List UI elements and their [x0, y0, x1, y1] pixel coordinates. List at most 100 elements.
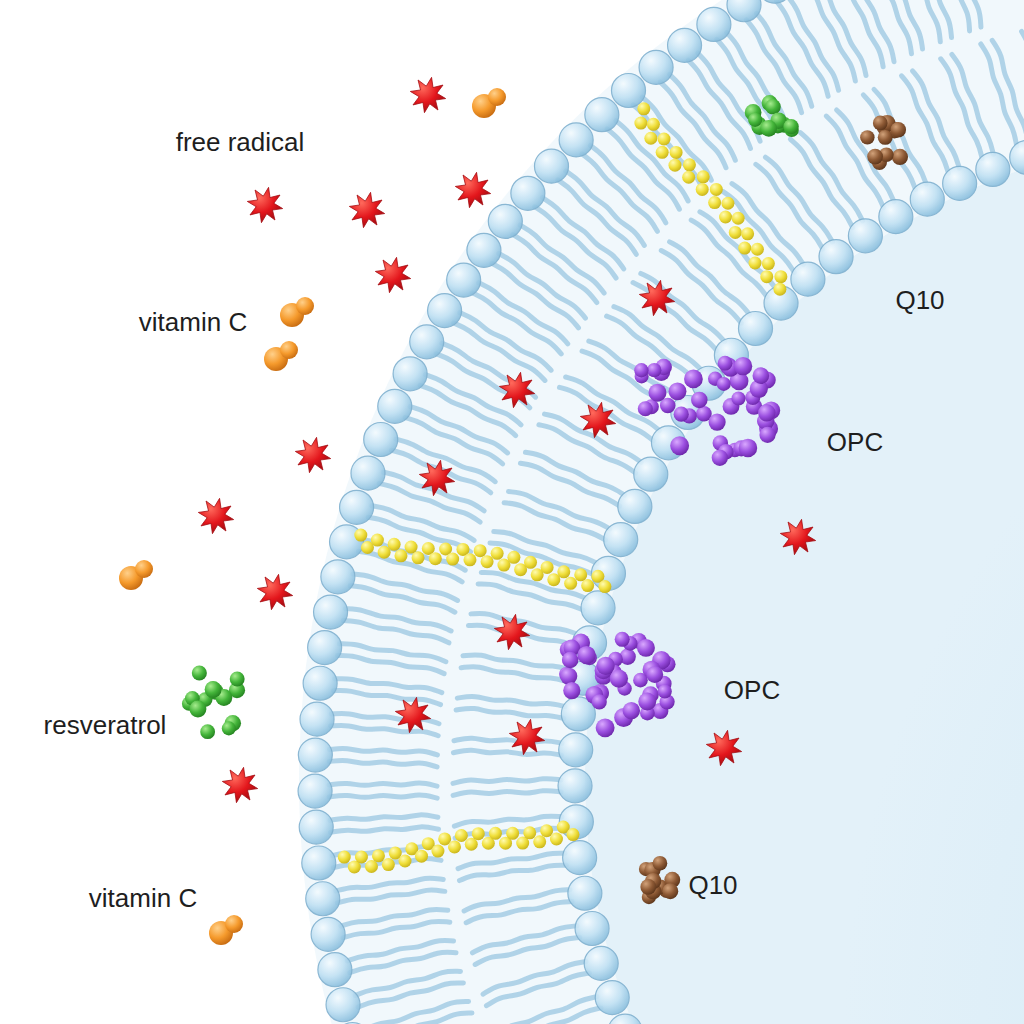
free-radical [455, 172, 490, 207]
yellow-atom [749, 256, 762, 269]
yellow-atom [682, 171, 695, 184]
yellow-atom [581, 579, 594, 592]
lipid-head [563, 841, 597, 875]
atom [615, 632, 630, 647]
yellow-atom [564, 577, 577, 590]
free-radical [580, 402, 615, 437]
yellow-atom [382, 858, 395, 871]
atom [640, 879, 656, 895]
yellow-atom [647, 118, 660, 131]
lipid-tail [330, 815, 438, 821]
yellow-atom [489, 827, 502, 840]
lipid-head [584, 946, 618, 980]
lipid-head [581, 591, 615, 625]
lipid-tail [350, 586, 455, 612]
lipid-head [311, 917, 345, 951]
yellow-atom [338, 851, 351, 864]
yellow-atom [598, 580, 611, 593]
yellow-atom [365, 860, 378, 873]
lipid-head [302, 846, 336, 880]
atom [230, 672, 245, 687]
lipid-head [595, 981, 629, 1015]
yellow-atom [524, 556, 537, 569]
lipid-tail [456, 708, 564, 718]
lipid-tail [453, 750, 561, 755]
lipid-head [791, 262, 825, 296]
lipid-tail [700, 212, 776, 289]
molecule-label: OPC [724, 676, 780, 705]
atom [577, 646, 595, 664]
atom [280, 341, 298, 359]
lipid-tail [457, 696, 565, 706]
yellow-atom [644, 132, 657, 145]
lipid-tail [347, 941, 453, 961]
lipid-tail [559, 387, 653, 440]
lipid-head [608, 1014, 642, 1024]
lipid-tail [949, 0, 981, 27]
lipid-tail [800, 133, 862, 221]
vitamin-c-molecule [280, 297, 314, 327]
atom [560, 667, 577, 684]
atom [658, 684, 672, 698]
lipid-tail [486, 973, 589, 1006]
lipid-tail [582, 351, 673, 410]
free-radical [780, 519, 815, 554]
yellow-atom [637, 102, 650, 115]
vitamin-e-chain [634, 102, 787, 295]
lipid-head [326, 988, 360, 1022]
molecule-label: vitamin C [139, 308, 247, 337]
lipid-head [511, 176, 545, 210]
atom [753, 367, 770, 384]
vitamin-e-chain [338, 821, 580, 874]
lipid-head [318, 953, 352, 987]
lipid-head [559, 733, 593, 767]
yellow-atom [732, 212, 745, 225]
atom [734, 357, 752, 375]
lipid-tail [756, 164, 823, 249]
lipid-tail [607, 129, 679, 209]
atom [684, 370, 703, 389]
lipid-tail [358, 983, 463, 1007]
lipid-head [634, 457, 668, 491]
lipid-tail [607, 316, 694, 379]
lipid-tail [475, 938, 580, 965]
free-radical [349, 192, 384, 227]
yellow-atom [465, 838, 478, 851]
atom [225, 915, 243, 933]
atom [873, 116, 888, 131]
yellow-atom [533, 835, 546, 848]
membrane-band [299, 0, 1024, 1024]
lipid-tail [353, 574, 458, 600]
yellow-atom [557, 565, 570, 578]
yellow-atom [657, 133, 670, 146]
lipid-tail [454, 738, 562, 743]
lipid-head [848, 219, 882, 253]
yellow-atom [729, 226, 742, 239]
free-radical [639, 280, 674, 315]
lipid-head [410, 325, 444, 359]
atom [739, 439, 758, 458]
lipid-tail [472, 926, 577, 953]
lipid-tail [904, 0, 940, 42]
lipid-bilayer [298, 0, 1024, 1024]
lipid-head [727, 0, 761, 22]
vitamin-c-molecule [472, 88, 506, 118]
yellow-atom [405, 541, 418, 554]
atom [709, 413, 726, 430]
lipid-tail [839, 0, 883, 67]
atom [653, 856, 668, 871]
lipid-tail [992, 40, 1024, 142]
yellow-atom [491, 547, 504, 560]
q10-molecule [639, 856, 680, 904]
free-radical [247, 187, 282, 222]
lipid-tail [345, 609, 451, 631]
yellow-atom [550, 832, 563, 845]
lipid-head [819, 240, 853, 274]
yellow-atom [773, 283, 786, 296]
lipid-head [300, 702, 334, 736]
yellow-atom [415, 850, 428, 863]
yellow-atom [721, 197, 734, 210]
atom [760, 120, 777, 137]
lipid-head [393, 357, 427, 391]
